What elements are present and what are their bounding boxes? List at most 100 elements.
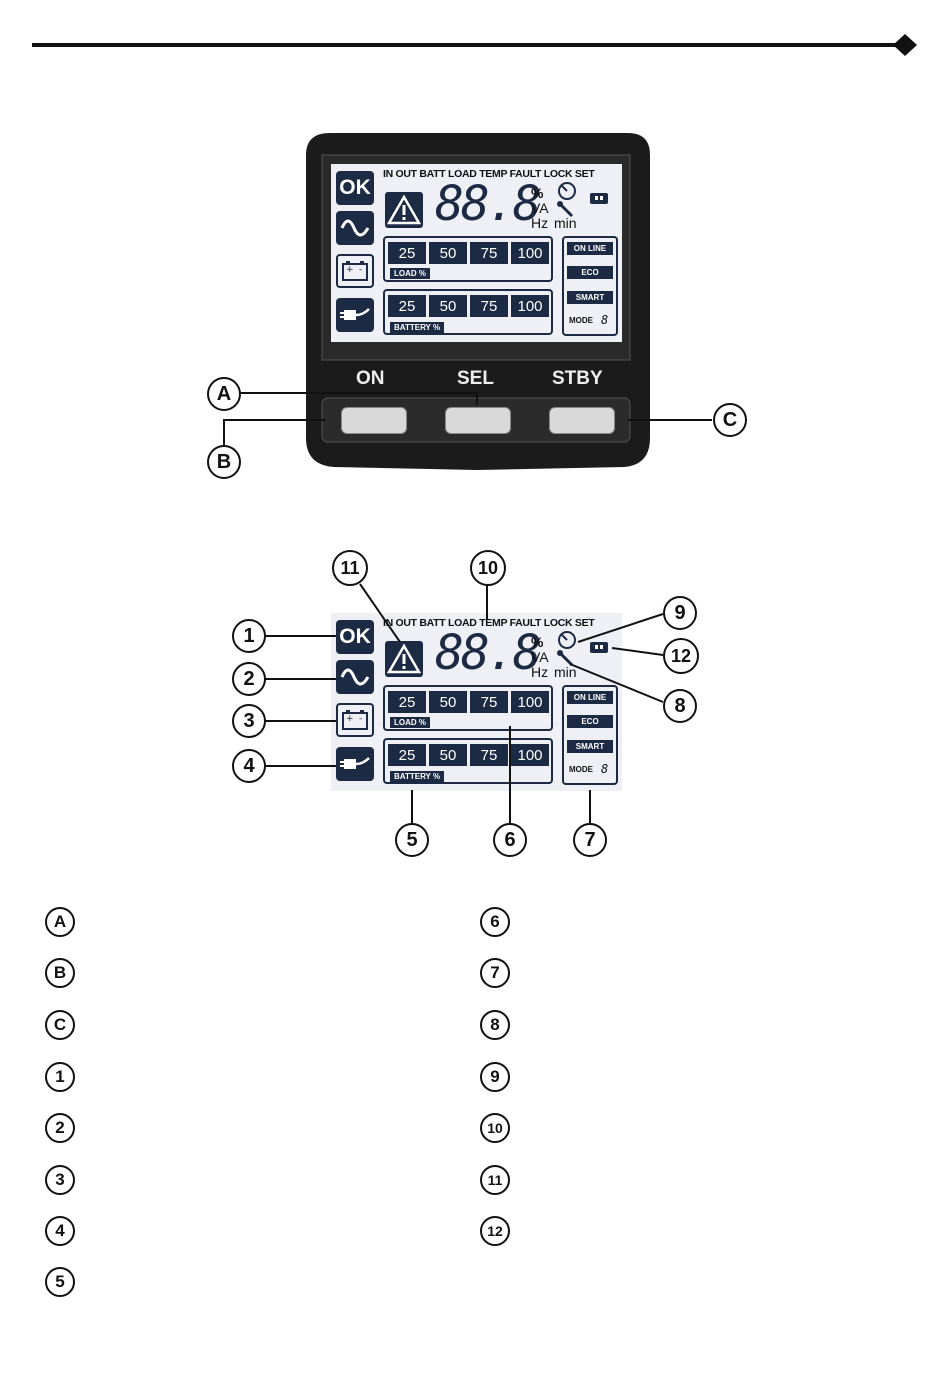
- mode-eco: ECO: [567, 266, 613, 279]
- callout-11: 11: [332, 550, 368, 586]
- mode-online: ON LINE: [567, 242, 613, 255]
- legend-3: 3: [45, 1165, 75, 1195]
- unit-hz: Hz: [531, 664, 549, 680]
- top-rule: [32, 34, 917, 56]
- panel-callout-lines: [223, 392, 712, 446]
- wrench-icon: [556, 201, 576, 219]
- plug-icon: [336, 298, 374, 332]
- battery-segment-100: 100: [511, 744, 549, 766]
- callout-8: 8: [663, 689, 697, 723]
- load-segment-50: 50: [429, 691, 467, 713]
- load-bar-frame: [383, 685, 553, 731]
- unit-min: min: [554, 215, 577, 231]
- legend-4: 4: [45, 1216, 75, 1246]
- svg-text:+: +: [346, 714, 354, 724]
- unit-va: VA: [531, 649, 549, 665]
- callout-4: 4: [232, 749, 266, 783]
- callout-9: 9: [663, 596, 697, 630]
- load-segment-75: 75: [470, 242, 508, 264]
- mode-label: MODE: [569, 316, 593, 325]
- stby-button[interactable]: [549, 407, 615, 434]
- mode-label: MODE: [569, 765, 593, 774]
- timer-icon: [556, 629, 578, 651]
- svg-text:-: -: [359, 265, 362, 275]
- callout-a: A: [207, 377, 241, 411]
- callout-c: C: [713, 403, 747, 437]
- svg-text:+: +: [346, 265, 354, 275]
- battery-segment-25: 25: [388, 744, 426, 766]
- svg-text:-: -: [359, 714, 362, 724]
- lock-icon: [588, 638, 610, 654]
- unit-percent: %: [531, 185, 544, 201]
- legend-8: 8: [480, 1010, 510, 1040]
- load-bar: 25 50 75 100: [388, 691, 549, 713]
- battery-bar-frame: [383, 738, 553, 784]
- legend-11: 11: [480, 1165, 510, 1195]
- mode-digit: 8: [601, 762, 609, 776]
- load-segment-75: 75: [470, 691, 508, 713]
- unit-min: min: [554, 664, 577, 680]
- load-bar-frame: [383, 236, 553, 282]
- legend-1: 1: [45, 1062, 75, 1092]
- mode-panel: [562, 685, 618, 785]
- unit-percent: %: [531, 634, 544, 650]
- lcd-screen-panel: IN OUT BATT LOAD TEMP FAULT LOCK SET OK …: [331, 164, 622, 342]
- lcd-callout-lines: [265, 583, 664, 828]
- mode-smart: SMART: [567, 740, 613, 753]
- load-bar: 25 50 75 100: [388, 242, 549, 264]
- mode-eco: ECO: [567, 715, 613, 728]
- sel-button[interactable]: [445, 407, 511, 434]
- sine-wave-icon: [336, 660, 374, 694]
- numeric-display: 88.8: [435, 625, 542, 681]
- callout-b: B: [207, 445, 241, 479]
- wrench-icon: [556, 650, 576, 668]
- timer-icon: [556, 180, 578, 202]
- mode-smart: SMART: [567, 291, 613, 304]
- lock-icon: [588, 189, 610, 205]
- callout-3: 3: [232, 704, 266, 738]
- callout-7: 7: [573, 823, 607, 857]
- battery-icon: +-: [336, 703, 374, 737]
- battery-segment-75: 75: [470, 744, 508, 766]
- legend-12: 12: [480, 1216, 510, 1246]
- battery-segment-100: 100: [511, 295, 549, 317]
- warning-icon: [385, 641, 423, 677]
- on-button-label: ON: [356, 368, 385, 389]
- callout-10: 10: [470, 550, 506, 586]
- lcd-status-row: IN OUT BATT LOAD TEMP FAULT LOCK SET: [383, 168, 595, 180]
- unit-va: VA: [531, 200, 549, 216]
- load-segment-25: 25: [388, 242, 426, 264]
- sel-button-label: SEL: [457, 368, 494, 389]
- load-segment-50: 50: [429, 242, 467, 264]
- legend-c: C: [45, 1010, 75, 1040]
- lcd-screen-detail: IN OUT BATT LOAD TEMP FAULT LOCK SET OK …: [331, 613, 622, 791]
- plug-icon: [336, 747, 374, 781]
- battery-bar-label: BATTERY %: [390, 322, 445, 333]
- sine-wave-icon: [336, 211, 374, 245]
- battery-segment-25: 25: [388, 295, 426, 317]
- callout-5: 5: [395, 823, 429, 857]
- callout-1: 1: [232, 619, 266, 653]
- on-button[interactable]: [341, 407, 407, 434]
- callout-6: 6: [493, 823, 527, 857]
- load-bar-label: LOAD %: [390, 717, 430, 728]
- lcd-status-row: IN OUT BATT LOAD TEMP FAULT LOCK SET: [383, 617, 595, 629]
- legend-6: 6: [480, 907, 510, 937]
- battery-bar: 25 50 75 100: [388, 295, 549, 317]
- battery-segment-50: 50: [429, 295, 467, 317]
- load-segment-100: 100: [511, 691, 549, 713]
- battery-bar-frame: [383, 289, 553, 335]
- battery-segment-50: 50: [429, 744, 467, 766]
- callout-2: 2: [232, 662, 266, 696]
- mode-online: ON LINE: [567, 691, 613, 704]
- battery-bar-label: BATTERY %: [390, 771, 445, 782]
- battery-segment-75: 75: [470, 295, 508, 317]
- warning-icon: [385, 192, 423, 228]
- legend-9: 9: [480, 1062, 510, 1092]
- ok-icon: OK: [336, 171, 374, 205]
- stby-button-label: STBY: [552, 368, 603, 389]
- mode-digit: 8: [601, 313, 609, 327]
- legend-7: 7: [480, 958, 510, 988]
- unit-hz: Hz: [531, 215, 549, 231]
- legend-a: A: [45, 907, 75, 937]
